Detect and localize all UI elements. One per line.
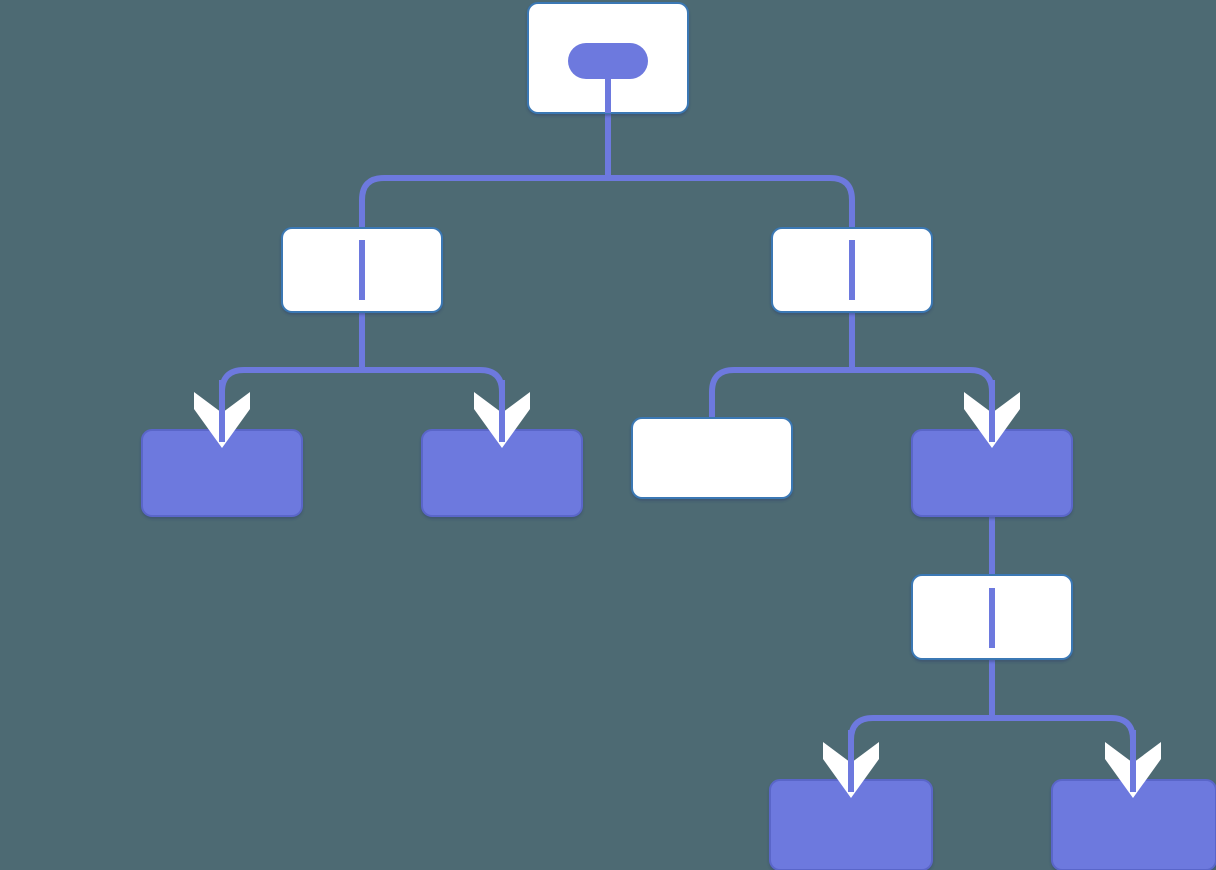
tree-nodes: [141, 2, 1216, 870]
tree-node-leaf-3[interactable]: [631, 417, 793, 499]
connector-e-root-left: [359, 175, 608, 228]
connector-e-root-right: [608, 175, 855, 228]
tree-node-root[interactable]: [527, 2, 689, 114]
arrow-down-icon: [823, 730, 879, 798]
arrow-down-icon: [194, 380, 250, 448]
node-inner-connectors: [359, 240, 995, 648]
arrow-down-icon: [964, 380, 1020, 448]
connector-e-right-l3: [709, 367, 852, 418]
arrow-down-icon: [474, 380, 530, 448]
arrow-markers: [194, 380, 1161, 798]
arrow-down-icon: [1105, 730, 1161, 798]
node-body-leaf-3[interactable]: [631, 417, 793, 499]
collapsed-pill-icon[interactable]: [568, 43, 648, 79]
